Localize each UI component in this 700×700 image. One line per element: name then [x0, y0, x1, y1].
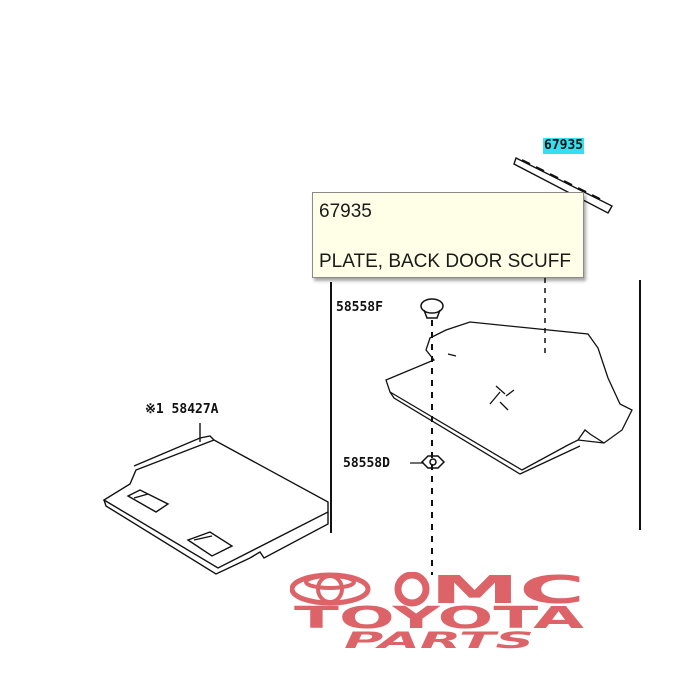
part-tooltip: 67935 PLATE, BACK DOOR SCUFF [312, 192, 584, 278]
part-label-58558f[interactable]: 58558F [336, 300, 383, 315]
watermark-line1: MC [430, 572, 585, 612]
scuff-plate-part[interactable] [513, 157, 613, 214]
part-label-58427a[interactable]: ※1 58427A [145, 402, 219, 417]
watermark-line2: TOYOTA [294, 601, 586, 636]
part-label-67935[interactable]: 67935 [543, 138, 585, 154]
omc-toyota-parts-watermark: MC TOYOTA PARTS [290, 572, 586, 652]
watermark-line3: PARTS [344, 629, 534, 652]
tooltip-part-number: 67935 [319, 201, 372, 222]
part-label-58558d[interactable]: 58558D [343, 456, 390, 471]
clip-58558f-part[interactable] [420, 298, 444, 319]
tray-58427a-part[interactable] [102, 423, 329, 575]
tooltip-part-description: PLATE, BACK DOOR SCUFF [319, 251, 571, 272]
deck-board-part[interactable] [385, 321, 633, 475]
